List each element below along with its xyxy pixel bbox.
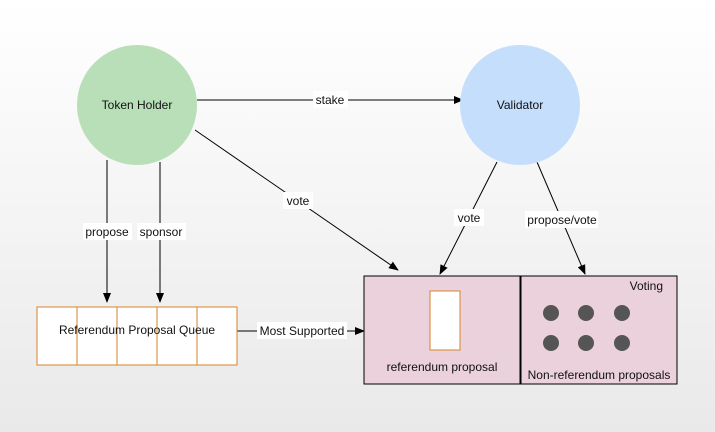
referendum-proposal-card xyxy=(429,290,461,351)
edge-labels: stake vote propose sponsor vote propose/… xyxy=(83,91,598,339)
non-referendum-proposals-box[interactable]: Voting Non-referendum proposals xyxy=(520,275,678,385)
proposal-dots xyxy=(543,305,630,351)
queue-label: Referendum Proposal Queue xyxy=(59,323,215,337)
proposal-dot xyxy=(578,335,594,351)
stake-label: stake xyxy=(313,91,348,108)
proposal-dot xyxy=(614,305,630,321)
referendum-proposal-caption: referendum proposal xyxy=(387,360,498,374)
stake-label-bg xyxy=(313,91,348,108)
sponsor-label-text: sponsor xyxy=(140,225,183,239)
most-supported-label-text: Most Supported xyxy=(260,324,345,338)
voting-title: Voting xyxy=(630,279,663,293)
referendum-proposal-queue[interactable]: Referendum Proposal Queue xyxy=(36,306,238,366)
validator-vote-label-bg xyxy=(454,209,484,226)
queue-cell xyxy=(156,306,198,366)
queue-cell xyxy=(196,306,238,366)
propose-label-text: propose xyxy=(85,225,129,239)
propose-vote-label-text: propose/vote xyxy=(527,213,597,227)
token-holder-circle xyxy=(77,45,197,165)
stake-label-text: stake xyxy=(316,93,345,107)
most-supported-label: Most Supported xyxy=(257,322,347,339)
referendum-proposal-box[interactable]: referendum proposal xyxy=(363,275,521,385)
proposal-dot xyxy=(614,335,630,351)
holder-vote-label: vote xyxy=(283,192,313,209)
holder-vote-label-text: vote xyxy=(287,194,310,208)
propose-label: propose xyxy=(83,223,132,240)
non-referendum-box-frame xyxy=(520,275,678,385)
token-holder-label: Token Holder xyxy=(102,98,173,112)
proposal-dot xyxy=(543,335,559,351)
validator-circle xyxy=(460,45,580,165)
proposal-dot xyxy=(543,305,559,321)
sponsor-label-bg xyxy=(137,223,186,240)
token-holder-node[interactable]: Token Holder xyxy=(77,45,197,165)
non-referendum-caption: Non-referendum proposals xyxy=(528,368,671,382)
propose-vote-label: propose/vote xyxy=(525,211,598,228)
sponsor-label: sponsor xyxy=(137,223,186,240)
propose-label-bg xyxy=(83,223,132,240)
holder-vote-label-bg xyxy=(283,192,313,209)
validator-vote-label: vote xyxy=(454,209,484,226)
proposal-dot xyxy=(578,305,594,321)
propose-vote-label-bg xyxy=(525,211,598,228)
validator-node[interactable]: Validator xyxy=(460,45,580,165)
validator-label: Validator xyxy=(497,98,543,112)
validator-vote-label-text: vote xyxy=(458,211,481,225)
most-supported-label-bg xyxy=(257,322,347,339)
queue-cell xyxy=(116,306,158,366)
